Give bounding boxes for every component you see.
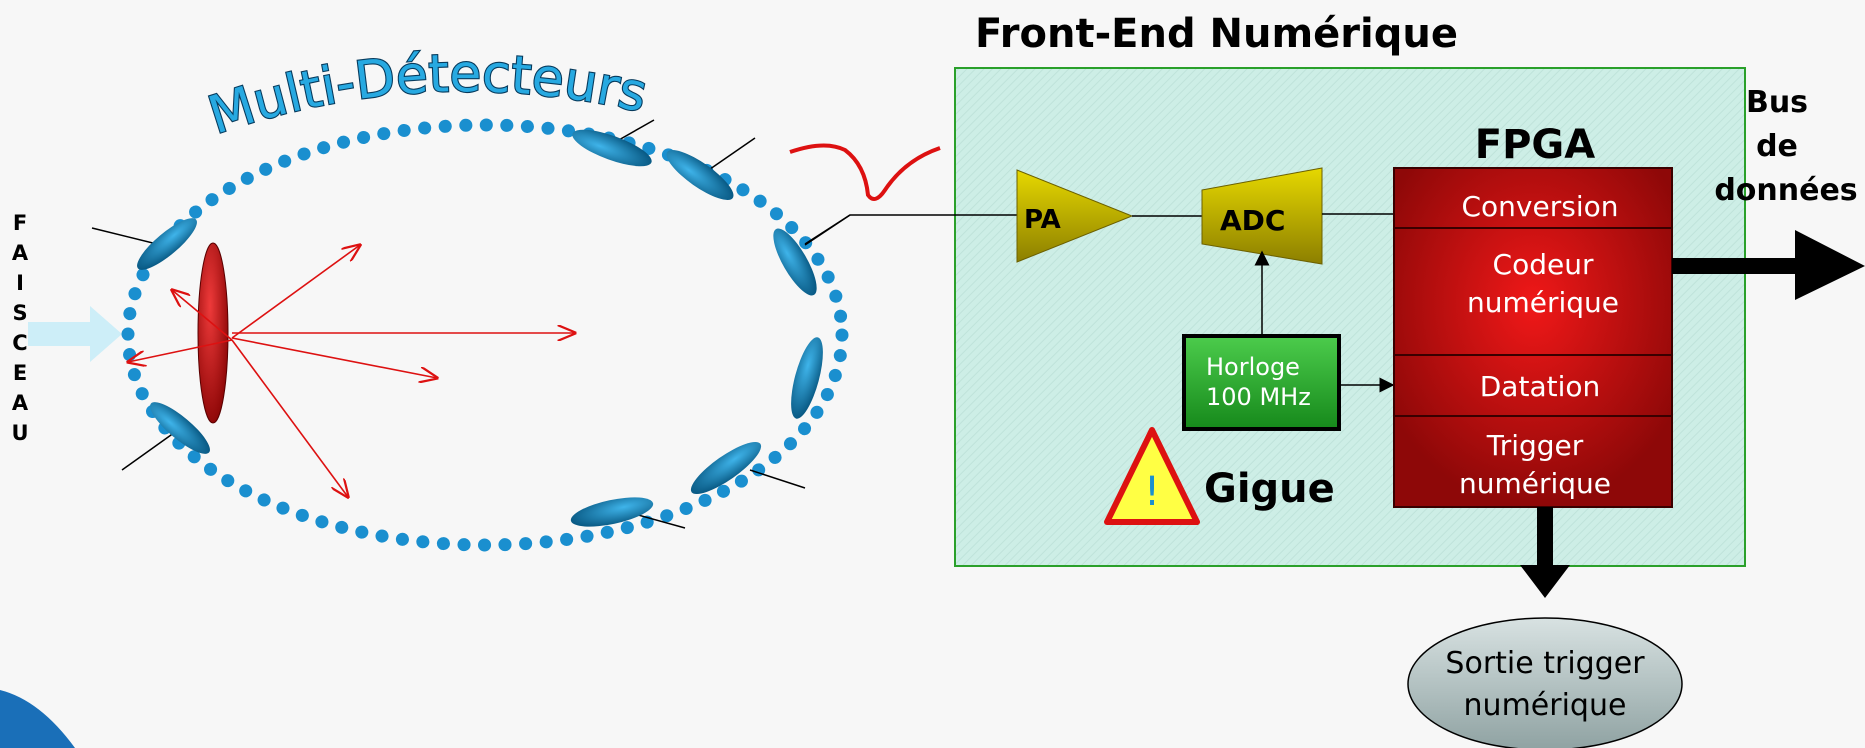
corner-decoration <box>0 690 75 748</box>
fpga-row-encoder-line2: numérique <box>1467 286 1619 319</box>
detector <box>666 150 734 200</box>
fpga-rows: Conversion Codeur numérique Datation Tri… <box>1459 190 1619 500</box>
warning-triangle-icon <box>1104 427 1200 525</box>
pa-block <box>1016 169 1134 263</box>
detector <box>690 441 762 495</box>
clock-label-line1: Horloge <box>1206 353 1300 381</box>
adc-block <box>1201 167 1323 265</box>
adc-label: ADC <box>1220 204 1285 237</box>
trigger-output-arrow-icon <box>1520 507 1570 598</box>
warning-symbol: ! <box>1144 469 1160 515</box>
bus-arrow-icon <box>1672 230 1865 300</box>
beam-letter: F <box>13 211 27 235</box>
fpga-title: FPGA <box>1475 122 1595 168</box>
beam-letter: C <box>12 331 27 355</box>
beam-letter: A <box>12 391 29 415</box>
beam-letter: E <box>13 361 27 385</box>
trigger-output-line1: Sortie trigger <box>1445 646 1645 681</box>
detector <box>150 402 210 454</box>
fpga-dividers <box>1394 227 1672 417</box>
jitter-label: Gigue <box>1204 466 1335 512</box>
bus-label: Bus de données <box>1714 85 1857 208</box>
detector <box>773 228 817 296</box>
beam-letter: S <box>12 301 27 325</box>
detector <box>570 497 654 527</box>
beam-arrow-icon <box>28 306 122 362</box>
bus-label-line3: données <box>1714 173 1857 208</box>
signal-pulse-icon <box>789 143 941 201</box>
beam-letter: A <box>12 241 29 265</box>
bus-label-line2: de <box>1756 129 1798 164</box>
fpga-block <box>1393 167 1673 508</box>
trigger-output <box>1407 617 1683 748</box>
detector <box>572 129 652 167</box>
bus-label-line1: Bus <box>1746 85 1808 120</box>
fpga-row-trigger-line1: Trigger <box>1486 429 1584 462</box>
reaction-arrows <box>128 245 575 497</box>
detector-ring <box>121 118 849 552</box>
fpga-row-trigger-line2: numérique <box>1459 467 1611 500</box>
frontend-title: Front-End Numérique <box>975 11 1458 57</box>
beam-letter: I <box>16 271 24 295</box>
target <box>197 242 229 424</box>
fpga-row-conversion: Conversion <box>1462 190 1619 223</box>
detector-signal-line <box>804 214 1018 245</box>
fpga-row-encoder-line1: Codeur <box>1493 248 1594 281</box>
beam-label: F A I S C E A U <box>11 211 28 445</box>
clock-label-line2: 100 MHz <box>1206 383 1311 411</box>
detector <box>137 218 197 270</box>
trigger-output-line2: numérique <box>1464 688 1627 723</box>
fpga-row-timestamp: Datation <box>1480 370 1601 403</box>
detector <box>791 337 823 419</box>
beam-letter: U <box>11 421 28 445</box>
clock-block <box>1182 334 1341 431</box>
pa-label: PA <box>1024 205 1061 235</box>
detectors <box>91 119 851 529</box>
